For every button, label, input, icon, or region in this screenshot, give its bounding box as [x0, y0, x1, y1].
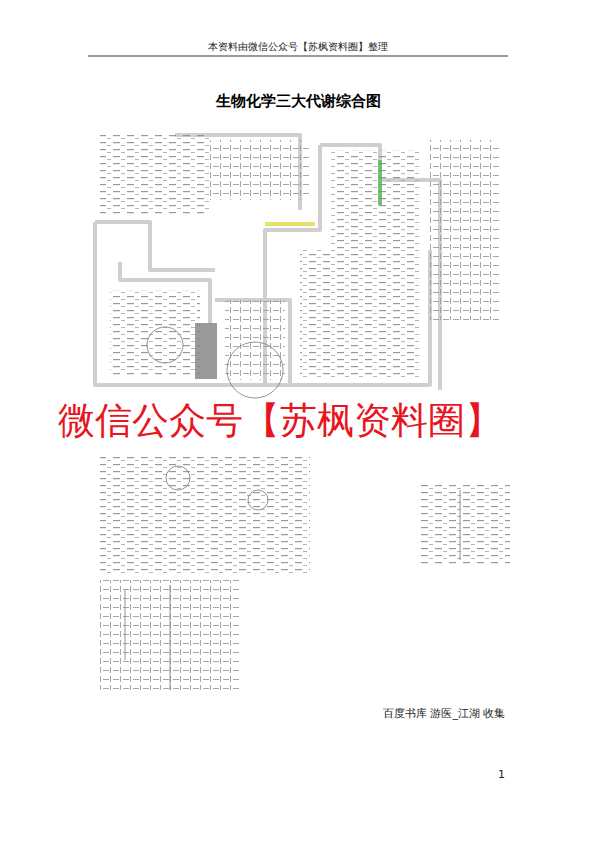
- header-rule: [88, 56, 508, 57]
- collector-note: 百度书库 游医_江湖 收集: [383, 706, 506, 721]
- page-title: 生物化学三大代谢综合图: [216, 92, 381, 111]
- page-header: 本资料由微信公众号【苏枫资料圈】整理: [208, 40, 388, 54]
- page-number: 1: [498, 768, 505, 781]
- watermark: 微信公众号【苏枫资料圈】: [58, 396, 502, 446]
- pathway-lines: [95, 135, 440, 390]
